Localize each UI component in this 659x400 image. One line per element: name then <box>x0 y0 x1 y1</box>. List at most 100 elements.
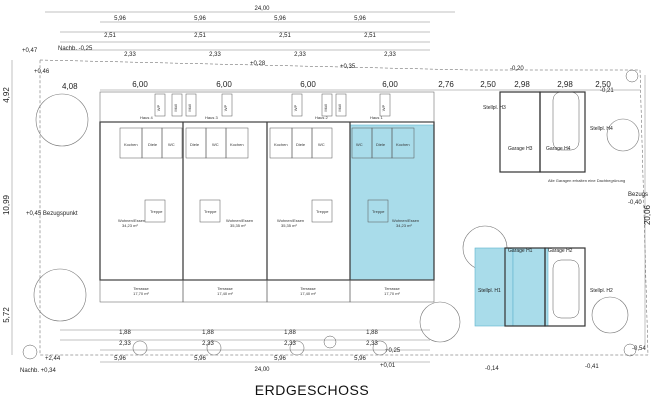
level-right-bottom2: -0,41 <box>585 364 599 370</box>
level-right-top: -0,20 <box>510 66 524 72</box>
garage-h2: Garage H2 <box>548 248 573 254</box>
overall-width-label: 24,00 <box>254 6 270 12</box>
garage-h1-highlight <box>512 247 549 327</box>
top-dim-r3-2: 2,33 <box>209 52 221 58</box>
kitchen-label-2: Kochen <box>274 142 288 147</box>
top-dim-r3-1: 2,33 <box>124 52 136 58</box>
living-label-2: Wohnen/Essen <box>277 218 304 223</box>
living-area-3: 35,35 m² <box>230 223 246 228</box>
stellpl-h1-highlight <box>474 247 514 327</box>
treppe-label-1: Treppe <box>372 209 385 214</box>
treppe-label-2: Treppe <box>316 209 329 214</box>
side-width: 2,76 <box>438 80 454 89</box>
muell-label-4: Müll <box>337 104 342 111</box>
bottom-dim-r2-2: 2,33 <box>202 341 214 347</box>
terrace-label-4: Terrasse <box>133 286 149 291</box>
house-width-1: 6,00 <box>132 80 148 89</box>
bottom-dim-r3-3: 5,96 <box>274 356 286 362</box>
top-dimension-chain: 24,00 5,96 5,96 5,96 5,96 2,51 2,51 2,51… <box>45 6 455 58</box>
left-dim-1: 4,92 <box>2 87 11 103</box>
diele-label-2: Diele <box>296 142 306 147</box>
level-corner-bl: +2,44 <box>45 356 61 362</box>
property-boundary <box>39 59 649 356</box>
left-depth-label: 4,08 <box>62 82 78 91</box>
top-dim-r3-4: 2,33 <box>384 52 396 58</box>
terrace-area-1: 17,70 m² <box>384 291 400 296</box>
top-dim-3: 5,96 <box>274 16 286 22</box>
garage-h3: Garage H3 <box>508 146 533 152</box>
terrace-label-3: Terrasse <box>217 286 233 291</box>
treppe-label-4: Treppe <box>150 209 163 214</box>
living-label-1: Wohnen/Essen <box>392 218 419 223</box>
garage-roof-note: Alle Garagen erhalten eine Dachbegrünung <box>548 178 625 183</box>
wp-label-4: WP <box>381 104 386 111</box>
house-interiors <box>119 127 415 223</box>
level-corner-tl: +0,47 <box>22 48 38 54</box>
terraces: Terrasse 17,70 m² Terrasse 17,40 m² Terr… <box>99 279 435 303</box>
wc-label-2: WC <box>318 142 325 147</box>
house-2-name: Haus 2 <box>315 115 328 120</box>
living-area-1: 34,23 m² <box>396 223 412 228</box>
terrace-area-2: 17,40 m² <box>300 291 316 296</box>
treppe-label-3: Treppe <box>204 209 217 214</box>
terrace-area-3: 17,40 m² <box>217 291 233 296</box>
stellpl-h1: Stellpl. H1 <box>478 288 501 294</box>
bottom-dim-2: 1,88 <box>202 330 214 336</box>
bottom-dim-3: 1,88 <box>284 330 296 336</box>
level-bottom-plus: +0,25 <box>385 348 401 354</box>
wp-label-2: WP <box>223 104 228 111</box>
top-dim-r3-3: 2,33 <box>294 52 306 58</box>
house-3-name: Haus 3 <box>205 115 218 120</box>
top-dim-r2-1: 2,51 <box>104 33 116 39</box>
bottom-dim-r3-4: 5,96 <box>354 356 366 362</box>
wp-label-1: WP <box>156 104 161 111</box>
bottom-dim-r3-2: 5,96 <box>194 356 206 362</box>
level-bezug-right: Bezugs <box>628 192 648 198</box>
muell-label-2: Müll <box>187 104 192 111</box>
top-dim-r2-4: 2,51 <box>364 33 376 39</box>
level-top-plus2: +0,35 <box>340 64 356 70</box>
north-marker-icons <box>22 69 639 360</box>
kitchen-label-1: Kochen <box>396 142 410 147</box>
parking-area: 2,50 2,98 2,98 2,50 Stellpl. H3 Stellpl.… <box>470 75 652 350</box>
left-dimension-chain: 4,92 10,99 5,72 <box>2 60 13 355</box>
garage-h1: Garage H1 <box>508 248 533 254</box>
bottom-dim-r2-1: 2,33 <box>119 341 131 347</box>
level-top-plus: +0,28 <box>250 61 266 67</box>
wc-label-1: WC <box>356 142 363 147</box>
top-dim-4: 5,96 <box>354 16 366 22</box>
park-dim-3: 2,98 <box>557 80 573 89</box>
living-area-4: 34,23 m² <box>122 223 138 228</box>
living-area-2: 35,35 m² <box>281 223 297 228</box>
level-bottom-plus2: +0,01 <box>380 363 396 369</box>
terrace-label-1: Terrasse <box>384 286 400 291</box>
bottom-dim-1: 1,88 <box>119 330 131 336</box>
terrace-label-2: Terrasse <box>300 286 316 291</box>
level-bottom-right: -0,14 <box>485 366 499 372</box>
bottom-dim-r2-3: 2,33 <box>284 341 296 347</box>
house-width-4: 6,00 <box>382 80 398 89</box>
wc-label-3: WC <box>212 142 219 147</box>
house-4-name: Haus 4 <box>140 115 153 120</box>
living-label-4: Wohnen/Essen <box>118 218 145 223</box>
level-right-bottom: -0,54 <box>632 346 646 352</box>
kitchen-label-4: Kochen <box>124 142 138 147</box>
bottom-dim-4: 1,88 <box>366 330 378 336</box>
level-right-mid: -0,40 <box>628 200 642 206</box>
muell-label-1: Müll <box>173 104 178 111</box>
wp-label-3: WP <box>293 104 298 111</box>
top-dim-r2-3: 2,51 <box>279 33 291 39</box>
bottom-dimension-chain: 1,88 1,88 1,88 1,88 2,33 2,33 2,33 2,33 … <box>60 329 430 373</box>
diele-label-4: Diele <box>148 142 158 147</box>
bottom-dim-r2-4: 2,33 <box>366 341 378 347</box>
level-right-top2: -0,21 <box>600 88 614 94</box>
muell-label-3: Müll <box>323 104 328 111</box>
garage-h4: Garage H4 <box>546 146 571 152</box>
left-dim-2: 10,99 <box>2 194 11 215</box>
plan-title: ERDGESCHOSS <box>255 382 369 398</box>
terrace-area-4: 17,70 m² <box>133 291 149 296</box>
kitchen-label-3: Kochen <box>230 142 244 147</box>
level-bezugspunkt: +0,45 Bezugspunkt <box>26 211 78 217</box>
stellpl-h3: Stellpl. H3 <box>483 105 506 111</box>
level-corner-tl2: +0,46 <box>34 69 50 75</box>
